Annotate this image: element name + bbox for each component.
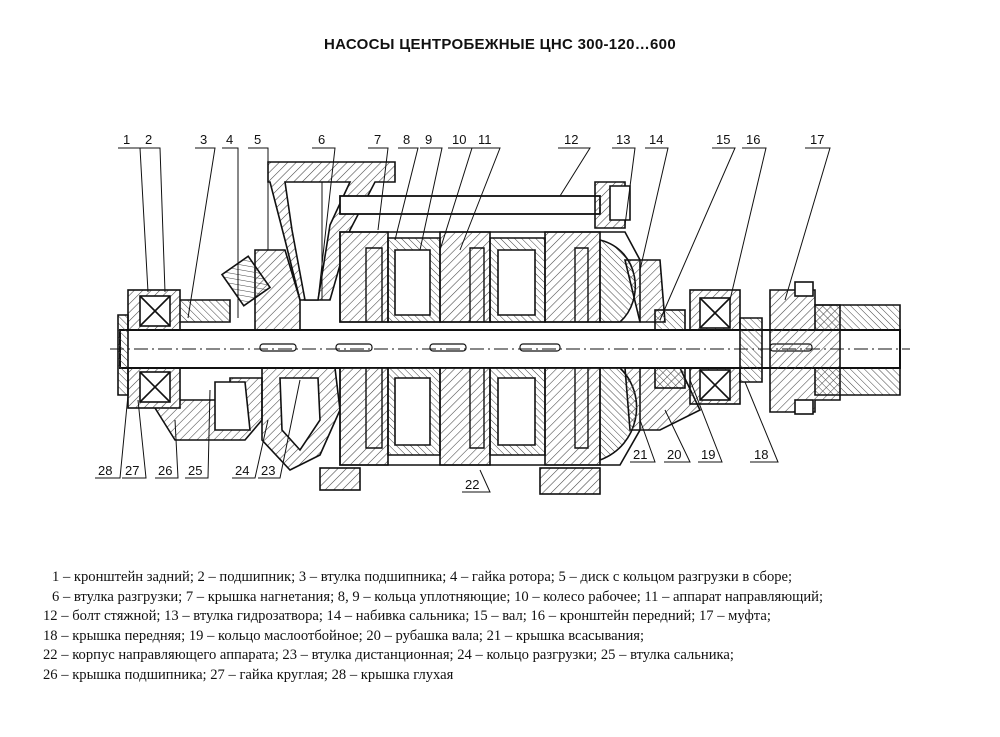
parts-legend: 1 – кронштейн задний; 2 – подшипник; 3 –… [30, 568, 990, 685]
legend-line: 22 – корпус направляющего аппарата; 23 –… [43, 647, 734, 663]
stage-casings-upper [339, 231, 641, 323]
callout-22: 22 [465, 477, 479, 492]
legend-line: 18 – крышка передняя; 19 – кольцо маслоо… [43, 627, 645, 644]
callout-labels-top: 1 2 3 4 5 6 7 8 9 10 11 12 13 14 15 16 1… [123, 132, 824, 147]
pump-body [110, 161, 910, 495]
callout-11: 11 [478, 132, 492, 147]
callout-16: 16 [746, 132, 760, 147]
legend-line: 1 – кронштейн задний; 2 – подшипник; 3 –… [52, 569, 793, 585]
callout-10: 10 [452, 132, 466, 147]
pump-cross-section-drawing: 1 2 3 4 5 6 7 8 9 10 11 12 13 14 15 16 1… [95, 132, 910, 495]
callout-2: 2 [145, 132, 152, 147]
callout-9: 9 [425, 132, 432, 147]
callout-labels-bottom: 28 27 26 25 24 23 22 21 20 19 18 [98, 447, 768, 492]
callout-3: 3 [200, 132, 207, 147]
callout-24: 24 [235, 463, 249, 478]
callout-20: 20 [667, 447, 681, 462]
callout-18: 18 [754, 447, 768, 462]
callout-15: 15 [716, 132, 730, 147]
coupling [769, 281, 901, 415]
callout-8: 8 [403, 132, 410, 147]
callout-13: 13 [616, 132, 630, 147]
legend-line: 12 – болт стяжной; 13 – втулка гидрозатв… [43, 608, 771, 624]
callout-25: 25 [188, 463, 202, 478]
callout-4: 4 [226, 132, 233, 147]
stage-casings-lower [319, 367, 641, 495]
callout-28: 28 [98, 463, 112, 478]
legend-line: 6 – втулка разгрузки; 7 – крышка нагнета… [52, 588, 824, 605]
callout-14: 14 [649, 132, 663, 147]
tie-bolt [339, 181, 631, 229]
drawing-title: НАСОСЫ ЦЕНТРОБЕЖНЫЕ ЦНС 300-120…600 [324, 36, 676, 53]
discharge-cover-lower [261, 367, 341, 471]
impellers [365, 247, 589, 449]
front-bearing-bracket [689, 289, 763, 405]
legend-line: 26 – крышка подшипника; 27 – гайка кругл… [43, 666, 454, 683]
callout-6: 6 [318, 132, 325, 147]
callout-19: 19 [701, 447, 715, 462]
callout-5: 5 [254, 132, 261, 147]
callout-7: 7 [374, 132, 381, 147]
callout-21: 21 [633, 447, 647, 462]
rear-bearing-bracket [117, 289, 263, 441]
leader-lines [95, 147, 831, 493]
callout-12: 12 [564, 132, 578, 147]
callout-23: 23 [261, 463, 275, 478]
callout-26: 26 [158, 463, 172, 478]
suction-cover [623, 259, 702, 431]
callout-1: 1 [123, 132, 130, 147]
callout-17: 17 [810, 132, 824, 147]
callout-27: 27 [125, 463, 139, 478]
